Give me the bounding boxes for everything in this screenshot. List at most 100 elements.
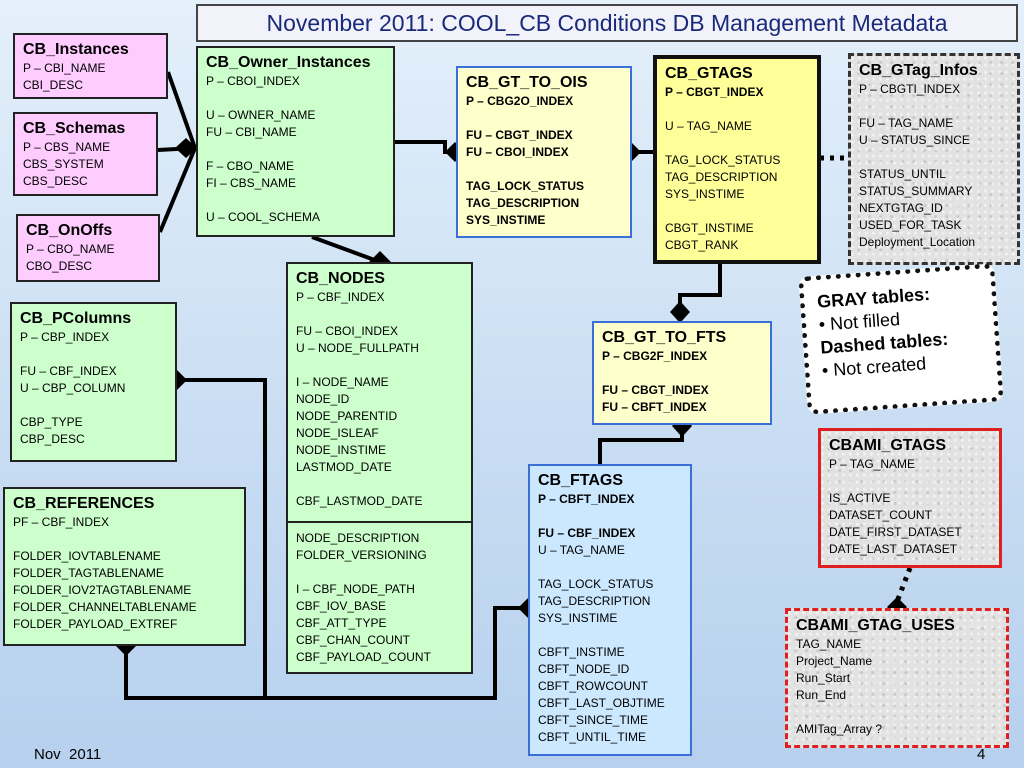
table-field: U – CBP_COLUMN [20, 381, 126, 395]
table-title: CBAMI_GTAG_USES [796, 617, 955, 634]
table-field: U – COOL_SCHEMA [206, 210, 321, 224]
table-field [538, 559, 682, 576]
table-field: NEXTGTAG_ID [859, 201, 943, 215]
table-title: CB_GTAGS [665, 65, 753, 82]
table-field: FU – CBFT_INDEX [602, 400, 707, 414]
table-title: CBAMI_GTAGS [829, 437, 947, 454]
table-field: FU – CBOI_INDEX [296, 324, 399, 338]
fk-diamond-cbami-uses [887, 597, 907, 617]
table-field: U – OWNER_NAME [206, 108, 316, 122]
table-field: I – NODE_NAME [296, 375, 389, 389]
table-field: IS_ACTIVE [829, 491, 891, 505]
table-field: STATUS_UNTIL [859, 167, 946, 181]
table-field [466, 161, 622, 178]
table-field [829, 473, 991, 490]
table-field [206, 192, 385, 209]
table-field: NODE_ID [296, 392, 350, 406]
table-field: P – CBG2O_INDEX [466, 94, 574, 108]
table-title: CB_Instances [23, 41, 129, 58]
table-field [296, 357, 463, 374]
table-field [538, 627, 682, 644]
table-field: TAG_DESCRIPTION [665, 170, 778, 184]
table-field: FI – CBS_NAME [206, 176, 297, 190]
table-field [296, 306, 463, 323]
table-field: P – CBF_INDEX [296, 290, 385, 304]
table-field: P – CBO_NAME [26, 242, 115, 256]
table-title: CB_Schemas [23, 120, 126, 137]
table-field: CBP_DESC [20, 432, 85, 446]
table-title: CB_NODES [296, 270, 385, 287]
table-field: FOLDER_IOV2TAGTABLENAME [13, 583, 192, 597]
table-field [13, 531, 236, 548]
table-field [665, 101, 809, 118]
table-field: FU – CBF_INDEX [20, 364, 117, 378]
table-field: TAG_LOCK_STATUS [665, 153, 781, 167]
table-field [859, 149, 1009, 166]
table-field [296, 476, 463, 493]
table-field: CBS_SYSTEM [23, 157, 104, 171]
table-field [20, 397, 167, 414]
table-field: PF – CBF_INDEX [13, 515, 110, 529]
table-field: CBI_DESC [23, 78, 84, 92]
table-field: CBS_DESC [23, 174, 88, 188]
table-field: P – CBFT_INDEX [538, 492, 635, 506]
table-title: CB_GTag_Infos [859, 62, 978, 79]
table-field: CBF_IOV_BASE [296, 599, 387, 613]
table-field: F – CBO_NAME [206, 159, 295, 173]
table-field: P – CBGTI_INDEX [859, 82, 961, 96]
table-field: CBFT_NODE_ID [538, 662, 630, 676]
table-field: DATE_FIRST_DATASET [829, 525, 962, 539]
slide-title: November 2011: COOL_CB Conditions DB Man… [196, 4, 1018, 42]
table-field: FOLDER_TAGTABLENAME [13, 566, 164, 580]
table-field [665, 203, 809, 220]
table-field: CBO_DESC [26, 259, 93, 273]
table-field: Project_Name [796, 654, 873, 668]
table-field: FU – CBGT_INDEX [602, 383, 709, 397]
table-field: CBFT_UNTIL_TIME [538, 730, 647, 744]
table-cb-nodes: CB_NODES P – CBF_INDEX FU – CBOI_INDEX U – … [286, 262, 473, 674]
table-field: TAG_DESCRIPTION [538, 594, 651, 608]
table-title: CB_REFERENCES [13, 495, 155, 512]
link-onoffs-owner [158, 147, 197, 233]
table-field: CBGT_RANK [665, 238, 739, 252]
table-field: TAG_NAME [796, 637, 862, 651]
table-field: CBP_TYPE [20, 415, 83, 429]
table-field: P – CBOI_INDEX [206, 74, 300, 88]
fk-diamond-owner-instances [175, 138, 197, 158]
table-title: CB_Owner_Instances [206, 54, 371, 71]
table-title: CB_GT_TO_OIS [466, 74, 588, 91]
table-field: FU – CBF_INDEX [538, 526, 636, 540]
table-field [859, 98, 1009, 115]
table-cb-gt-to-ois: CB_GT_TO_OIS P – CBG2O_INDEX FU – CBGT_IND… [456, 66, 632, 238]
table-field [296, 564, 463, 581]
link-gt-to-fts-ftags [598, 425, 684, 464]
table-field: P – CBP_INDEX [20, 330, 110, 344]
table-field: NODE_DESCRIPTION [296, 531, 420, 545]
table-field: FU – CBOI_INDEX [466, 145, 569, 159]
table-field: U – NODE_FULLPATH [296, 341, 419, 355]
table-field [796, 704, 998, 721]
fk-diamond-gt-to-fts [670, 301, 690, 323]
table-field [466, 110, 622, 127]
table-field: LASTMOD_DATE [296, 460, 392, 474]
table-field: FOLDER_PAYLOAD_EXTREF [13, 617, 178, 631]
table-field: SYS_INSTIME [665, 187, 745, 201]
table-field: P – TAG_NAME [829, 457, 916, 471]
table-field: FU – CBGT_INDEX [466, 128, 573, 142]
table-field: Run_Start [796, 671, 851, 685]
table-field: Run_End [796, 688, 847, 702]
table-field: NODE_INSTIME [296, 443, 387, 457]
table-field: TAG_LOCK_STATUS [466, 179, 585, 193]
link-instances-owner [166, 71, 197, 149]
table-field: FOLDER_CHANNELTABLENAME [13, 600, 197, 614]
